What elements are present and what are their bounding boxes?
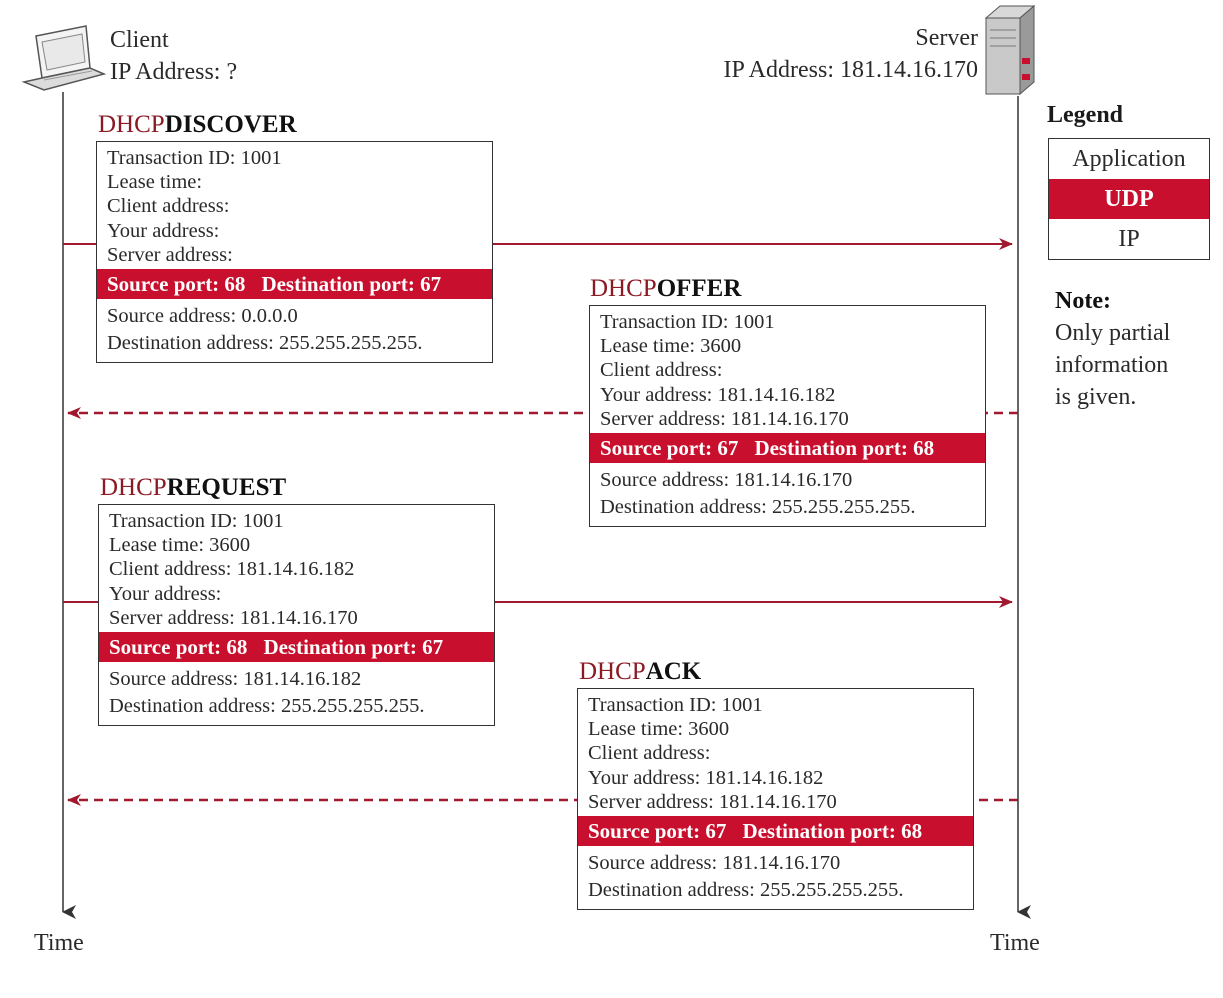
transaction-id-field: Transaction ID: 1001 xyxy=(107,147,282,169)
application-section: Transaction ID: 1001 Lease time: 3600 Cl… xyxy=(99,505,494,632)
ip-section: Source address: 181.14.16.182 Destinatio… xyxy=(99,662,494,724)
discover-packet: Transaction ID: 1001 Lease time: Client … xyxy=(96,141,493,363)
ack-packet: Transaction ID: 1001 Lease time: 3600 Cl… xyxy=(577,688,974,910)
note-line: is given. xyxy=(1055,384,1137,410)
client-address-field: Client address: xyxy=(600,359,723,382)
source-address-field: Source address: 181.14.16.182 xyxy=(109,668,362,691)
client-address-field: Client address: 181.14.16.182 xyxy=(109,558,355,581)
application-section: Transaction ID: 1001 Lease time: 3600 Cl… xyxy=(578,689,973,816)
source-port: Source port: 67 xyxy=(600,436,739,461)
note-line: information xyxy=(1055,352,1169,378)
source-port: Source port: 67 xyxy=(588,819,727,844)
server-tower-icon xyxy=(984,4,1036,96)
source-port: Source port: 68 xyxy=(107,272,246,297)
client-address-field: Client address: xyxy=(107,195,230,218)
message-type: DISCOVER xyxy=(164,111,297,138)
legend-udp: UDP xyxy=(1049,179,1209,219)
your-address-field: Your address: xyxy=(107,219,220,242)
destination-address-field: Destination address: 255.255.255.255. xyxy=(107,332,423,355)
client-title: Client xyxy=(110,27,169,53)
transaction-id-field: Transaction ID: 1001 xyxy=(109,510,284,532)
destination-port: Destination port: 67 xyxy=(263,635,444,660)
destination-address-field: Destination address: 255.255.255.255. xyxy=(600,496,916,519)
source-address-field: Source address: 0.0.0.0 xyxy=(107,305,298,328)
request-title: DHCPREQUEST xyxy=(100,474,286,502)
destination-port: Destination port: 68 xyxy=(754,436,935,461)
message-type: REQUEST xyxy=(166,474,287,501)
client-header: Client IP Address: ? xyxy=(110,24,237,88)
server-address-field: Server address: 181.14.16.170 xyxy=(109,606,358,629)
lease-time-field: Lease time: xyxy=(107,171,203,194)
source-address-field: Source address: 181.14.16.170 xyxy=(588,852,841,875)
note: Note: Only partial information is given. xyxy=(1055,285,1170,413)
server-address-field: Server address: 181.14.16.170 xyxy=(600,407,849,430)
source-address-field: Source address: 181.14.16.170 xyxy=(600,469,853,492)
lease-time-field: Lease time: 3600 xyxy=(109,534,251,557)
destination-address-field: Destination address: 255.255.255.255. xyxy=(588,879,904,902)
message-prefix: DHCP xyxy=(590,275,657,302)
server-address-field: Server address: xyxy=(107,243,233,266)
legend-title: Legend xyxy=(1047,102,1124,128)
legend-ip: IP xyxy=(1118,226,1140,252)
laptop-icon xyxy=(21,25,107,91)
udp-header-band: Source port: 67 Destination port: 68 xyxy=(578,816,973,847)
application-section: Transaction ID: 1001 Lease time: 3600 Cl… xyxy=(590,306,985,433)
legend-box: Application UDP IP xyxy=(1048,138,1210,260)
destination-address-field: Destination address: 255.255.255.255. xyxy=(109,695,425,718)
your-address-field: Your address: 181.14.16.182 xyxy=(600,383,836,406)
message-prefix: DHCP xyxy=(100,474,167,501)
ack-title: DHCPACK xyxy=(579,658,701,686)
destination-port: Destination port: 68 xyxy=(742,819,923,844)
udp-header-band: Source port: 68 Destination port: 67 xyxy=(99,632,494,663)
udp-header-band: Source port: 67 Destination port: 68 xyxy=(590,433,985,464)
ip-section: Source address: 0.0.0.0 Destination addr… xyxy=(97,299,492,361)
lease-time-field: Lease time: 3600 xyxy=(588,718,730,741)
request-packet: Transaction ID: 1001 Lease time: 3600 Cl… xyxy=(98,504,495,726)
transaction-id-field: Transaction ID: 1001 xyxy=(588,694,763,716)
message-prefix: DHCP xyxy=(579,658,646,685)
application-section: Transaction ID: 1001 Lease time: Client … xyxy=(97,142,492,269)
server-address-field: Server address: 181.14.16.170 xyxy=(588,790,837,813)
note-title: Note: xyxy=(1055,288,1111,314)
ip-section: Source address: 181.14.16.170 Destinatio… xyxy=(578,846,973,908)
message-type: ACK xyxy=(645,658,702,685)
message-type: OFFER xyxy=(656,275,742,302)
ip-section: Source address: 181.14.16.170 Destinatio… xyxy=(590,463,985,525)
client-address-field: Client address: xyxy=(588,742,711,765)
transaction-id-field: Transaction ID: 1001 xyxy=(600,311,775,333)
your-address-field: Your address: 181.14.16.182 xyxy=(588,766,824,789)
offer-title: DHCPOFFER xyxy=(590,275,741,303)
discover-title: DHCPDISCOVER xyxy=(98,111,297,139)
server-time-label: Time xyxy=(990,930,1040,956)
note-line: Only partial xyxy=(1055,320,1171,346)
server-title: Server xyxy=(915,25,978,51)
udp-header-band: Source port: 68 Destination port: 67 xyxy=(97,269,492,300)
source-port: Source port: 68 xyxy=(109,635,248,660)
server-ip: IP Address: 181.14.16.170 xyxy=(723,57,978,83)
message-prefix: DHCP xyxy=(98,111,165,138)
client-ip: IP Address: ? xyxy=(110,59,238,85)
server-header: Server IP Address: 181.14.16.170 xyxy=(724,22,978,86)
offer-packet: Transaction ID: 1001 Lease time: 3600 Cl… xyxy=(589,305,986,527)
destination-port: Destination port: 67 xyxy=(261,272,442,297)
client-time-label: Time xyxy=(34,930,84,956)
your-address-field: Your address: xyxy=(109,582,222,605)
legend-application: Application xyxy=(1072,146,1186,172)
lease-time-field: Lease time: 3600 xyxy=(600,335,742,358)
